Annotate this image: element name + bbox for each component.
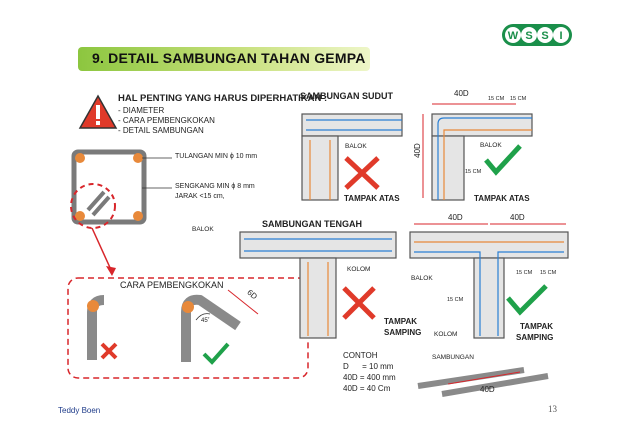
corner-caption-left: TAMPAK ATAS [344, 194, 400, 203]
footer-author: Teddy Boen [58, 406, 101, 415]
corner-dim-15cm-b: 15 CM [510, 96, 527, 102]
middle-dim-15cm-a: 15 CM [516, 270, 533, 276]
corner-dim-40d-side: 40D [412, 143, 422, 158]
page-title: 9. DETAIL SAMBUNGAN TAHAN GEMPA [92, 50, 366, 66]
bending-detail-box [67, 277, 309, 379]
sengkang-label: SENGKANG MIN ϕ 8 mm [175, 183, 255, 190]
middle-caption-right-1: TAMPAK [520, 322, 554, 331]
bending-title: CARA PEMBENGKOKAN [120, 280, 224, 290]
title-bar [78, 47, 370, 71]
middle-balok-right: BALOK [411, 275, 433, 282]
corner-dim-40d-top: 40D [454, 89, 469, 98]
middle-caption-left-1: TAMPAK [384, 317, 418, 326]
middle-dim-40d-b: 40D [510, 213, 525, 222]
middle-kolom-left: KOLOM [347, 266, 371, 273]
example-title: CONTOH [343, 351, 378, 360]
notes-item: - DETAIL SAMBUNGAN [118, 126, 204, 135]
middle-kolom-right: KOLOM [434, 331, 458, 338]
middle-dim-40d-a: 40D [448, 213, 463, 222]
middle-dim-15cm-b: 15 CM [540, 270, 557, 276]
middle-balok-left: BALOK [192, 226, 214, 233]
corner-dim-15cm-a: 15 CM [488, 96, 505, 102]
splice-label: SAMBUNGAN [432, 354, 474, 361]
notes-heading: HAL PENTING YANG HARUS DIPERHATIKAN : [118, 93, 328, 104]
logo-letter: I [559, 30, 562, 42]
tulangan-label: TULANGAN MIN ϕ 10 mm [175, 153, 258, 160]
logo-letter: S [541, 30, 548, 42]
bending-angle: 45˚ [201, 318, 210, 324]
column-section-diagram [70, 149, 172, 276]
middle-dim-15cm-side: 15 CM [447, 297, 464, 303]
corner-caption-right: TAMPAK ATAS [474, 194, 530, 203]
corner-joint-correct-diagram [422, 103, 533, 201]
logo-letter: S [525, 30, 532, 42]
notes-item: - DIAMETER [118, 106, 165, 115]
corner-joint-wrong-diagram [301, 113, 403, 201]
corner-balok-right: BALOK [480, 142, 502, 149]
wssi-logo: W S S I [502, 24, 572, 46]
middle-joint-correct-diagram [409, 223, 569, 339]
corner-balok-left: BALOK [345, 143, 367, 150]
middle-caption-right-2: SAMPING [516, 333, 554, 342]
middle-caption-left-2: SAMPING [384, 328, 422, 337]
example-line: 40D = 400 mm [343, 373, 396, 382]
splice-example-diagram [417, 367, 549, 397]
example-line: D = 10 mm [343, 362, 394, 371]
logo-letter: W [508, 30, 519, 42]
middle-joint-wrong-diagram [239, 231, 397, 339]
example-line: 40D = 40 Cm [343, 384, 391, 393]
corner-dim-15cm-side: 15 CM [465, 169, 482, 175]
corner-joint-title: SAMBUNGAN SUDUT [300, 91, 393, 101]
warning-icon [78, 94, 118, 129]
splice-dim-40d: 40D [480, 385, 495, 394]
jarak-label: JARAK <15 cm, [175, 193, 225, 200]
footer-page-number: 13 [548, 404, 557, 414]
notes-item: - CARA PEMBENGKOKAN [118, 116, 215, 125]
middle-joint-title: SAMBUNGAN TENGAH [262, 219, 362, 229]
